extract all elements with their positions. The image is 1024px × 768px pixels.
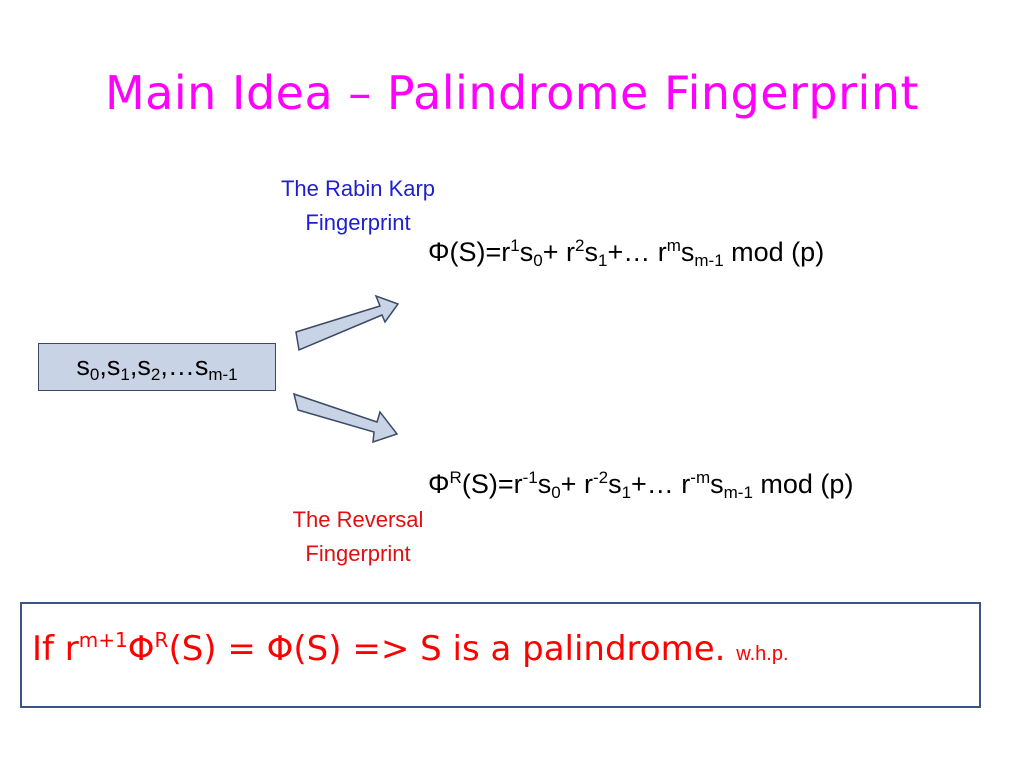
rabin-karp-caption-line2: Fingerprint (305, 210, 411, 235)
conclusion-text: If r (32, 629, 79, 669)
formula-text: s (584, 237, 598, 267)
formula-text: mod (p) (723, 237, 825, 267)
sequence-box: s0,s1,s2,…sm-1 (38, 343, 276, 391)
formula-text: s (519, 237, 534, 267)
sequence-text: ,s (129, 351, 151, 381)
formula-text: mod (p) (752, 469, 854, 499)
sequence-index: m-1 (208, 365, 238, 384)
formula-subscript: 1 (597, 251, 608, 270)
formula-text: +… r (607, 237, 667, 267)
formula-exponent: 2 (575, 236, 585, 255)
formula-exponent: 1 (510, 236, 520, 255)
reversal-caption-line2: Fingerprint (305, 541, 411, 566)
sequence-text: s (76, 351, 90, 381)
formula-text: Φ (428, 469, 450, 499)
reversal-caption-line1: The Reversal (292, 507, 424, 532)
sequence-index: 1 (120, 365, 130, 384)
formula-text: s (608, 469, 622, 499)
rabin-karp-caption: The Rabin Karp Fingerprint (238, 172, 478, 240)
conclusion-text: Φ (127, 629, 155, 669)
conclusion-exponent: m+1 (78, 628, 128, 652)
formula-text: Φ(S)=r (428, 237, 511, 267)
whp-note: w.h.p. (736, 643, 789, 665)
formula-text: s (680, 237, 695, 267)
conclusion-frame (20, 602, 981, 708)
formula-exponent: -m (690, 468, 711, 487)
formula-subscript: m-1 (723, 483, 753, 502)
formula-subscript: 1 (621, 483, 632, 502)
conclusion-statement: If rm+1ΦR(S) = Φ(S) => S is a palindrome… (32, 628, 789, 669)
formula-text: s (537, 469, 552, 499)
formula-subscript: 0 (533, 251, 543, 270)
reversal-formula: ΦR(S)=r-1s0+ r-2s1+… r-msm-1 mod (p) (428, 468, 853, 503)
arrow-up-right (295, 294, 400, 352)
formula-text: + r (560, 469, 593, 499)
formula-text: +… r (631, 469, 691, 499)
formula-subscript: m-1 (694, 251, 724, 270)
formula-subscript: 0 (551, 483, 561, 502)
conclusion-superscript: R (154, 628, 169, 652)
formula-text: s (710, 469, 724, 499)
sequence-text: ,s (99, 351, 121, 381)
formula-exponent: m (666, 236, 681, 255)
formula-text: + r (542, 237, 575, 267)
sequence-index: 0 (89, 365, 100, 384)
sequence-index: 2 (150, 365, 161, 384)
rabin-karp-caption-line1: The Rabin Karp (280, 176, 436, 201)
conclusion-text: (S) = Φ(S) => S is a palindrome. (168, 629, 726, 669)
formula-exponent: -2 (592, 468, 609, 487)
sequence-text: ,…s (160, 351, 209, 381)
reversal-caption: The Reversal Fingerprint (238, 503, 478, 571)
slide-title: Main Idea – Palindrome Fingerprint (104, 66, 920, 120)
formula-exponent: -1 (522, 468, 538, 487)
formula-superscript: R (449, 468, 462, 487)
formula-text: (S)=r (461, 469, 523, 499)
arrow-down-right (292, 392, 399, 444)
rabin-karp-formula: Φ(S)=r1s0+ r2s1+… rmsm-1 mod (p) (428, 236, 824, 271)
